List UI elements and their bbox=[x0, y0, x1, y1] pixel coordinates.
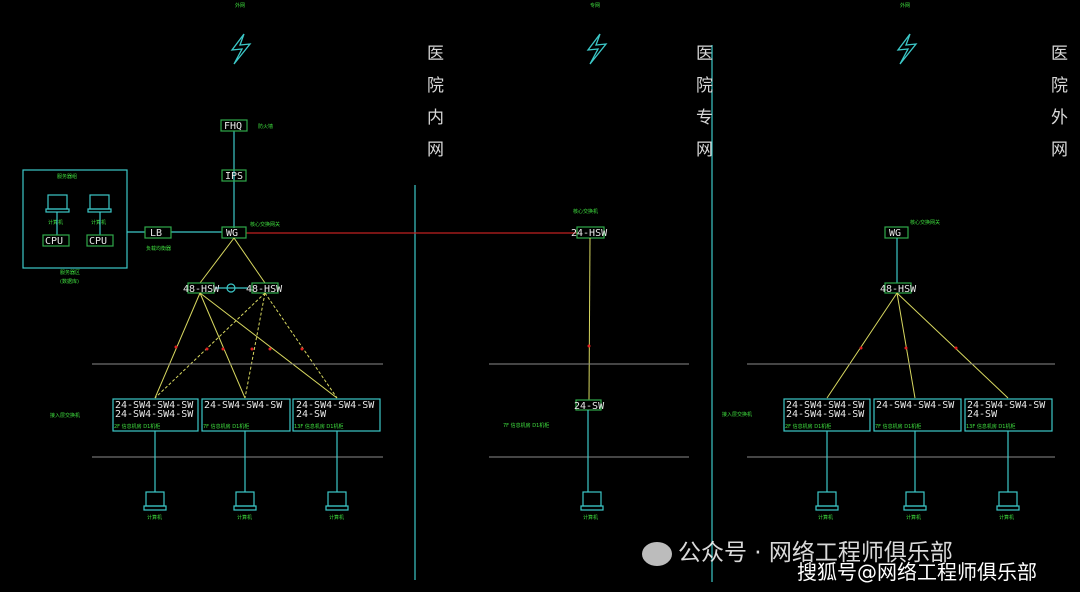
terminal-label: 计算机 bbox=[329, 514, 344, 521]
core-switch-device[interactable]: 48-HSW bbox=[880, 282, 917, 295]
load-balancer-device[interactable]: LB bbox=[144, 226, 172, 239]
stack-link-icon bbox=[226, 283, 236, 293]
access-switch-group[interactable]: 24-SW4-SW4-SW 7F 信息机房 D1机柜 bbox=[873, 398, 962, 432]
access-layer-label: 接入层交换机 bbox=[50, 412, 80, 419]
access-layer-label: 接入层交换机 bbox=[722, 411, 752, 418]
server-zone-label: 服务器区 bbox=[60, 269, 80, 276]
svg-text:FHQ: FHQ bbox=[224, 121, 242, 132]
computer-icon bbox=[45, 194, 70, 213]
svg-text:WG: WG bbox=[226, 228, 238, 239]
core-switch-device[interactable]: 48-HSW bbox=[183, 282, 220, 295]
sohu-watermark: 搜狐号@网络工程师俱乐部 bbox=[797, 560, 1037, 584]
svg-text:CPU: CPU bbox=[89, 236, 107, 247]
core-switch-label: 核心交换机 bbox=[573, 208, 598, 215]
svg-text:WG: WG bbox=[889, 228, 901, 239]
firewall-device[interactable]: FHQ bbox=[220, 119, 248, 132]
svg-text:48-HSW: 48-HSW bbox=[880, 284, 917, 295]
terminal-label: 计算机 bbox=[999, 514, 1014, 521]
svg-text:24-SW4-SW4-SW: 24-SW4-SW4-SW bbox=[115, 409, 194, 420]
svg-text:24-SW: 24-SW bbox=[574, 401, 605, 412]
load-balancer-label: 负载均衡器 bbox=[146, 245, 171, 252]
wechat-watermark: 公众号 · 网络工程师俱乐部 bbox=[642, 533, 953, 567]
server-zone-box bbox=[22, 169, 128, 269]
internet-bolt-icon bbox=[586, 33, 608, 65]
svg-text:24-SW: 24-SW bbox=[967, 409, 998, 420]
core-switch-device[interactable]: 24-HSW bbox=[571, 226, 608, 239]
svg-text:24-SW4-SW4-SW: 24-SW4-SW4-SW bbox=[786, 400, 865, 411]
top-label: 外网 bbox=[235, 2, 245, 9]
svg-text:LB: LB bbox=[150, 228, 162, 239]
top-label: 专网 bbox=[590, 2, 600, 9]
svg-text:13F 信息机房 D1机柜: 13F 信息机房 D1机柜 bbox=[966, 423, 1015, 430]
access-switch-device[interactable]: 24-SW bbox=[574, 399, 605, 412]
terminal-label: 计算机 bbox=[237, 514, 252, 521]
svg-text:24-SW4-SW4-SW: 24-SW4-SW4-SW bbox=[296, 400, 375, 411]
access-switch-group[interactable]: 24-SW4-SW4-SW 7F 信息机房 D1机柜 bbox=[201, 398, 291, 432]
section-title-intranet: 医院内网 bbox=[423, 44, 443, 172]
svg-text:48-HSW: 48-HSW bbox=[183, 284, 220, 295]
server-group-label: 服务器组 bbox=[57, 173, 77, 180]
computer-label: 计算机 bbox=[48, 219, 63, 226]
terminal-computer-icon bbox=[143, 491, 167, 511]
terminal-computer-icon bbox=[580, 491, 604, 511]
svg-text:24-SW4-SW4-SW: 24-SW4-SW4-SW bbox=[876, 400, 955, 411]
svg-text:2F 信息机房 D1机柜: 2F 信息机房 D1机柜 bbox=[785, 423, 831, 430]
terminal-computer-icon bbox=[325, 491, 349, 511]
svg-text:24-SW4-SW4-SW: 24-SW4-SW4-SW bbox=[204, 400, 283, 411]
section-title-private: 医院专网 bbox=[692, 44, 712, 172]
section-title-extranet: 医院外网 bbox=[1047, 44, 1067, 172]
terminal-computer-icon bbox=[996, 491, 1020, 511]
computer-icon bbox=[87, 194, 112, 213]
svg-text:48-HSW: 48-HSW bbox=[246, 284, 283, 295]
terminal-label: 计算机 bbox=[147, 514, 162, 521]
svg-text:7F 信息机房 D1机柜: 7F 信息机房 D1机柜 bbox=[875, 423, 921, 430]
svg-text:24-SW4-SW4-SW: 24-SW4-SW4-SW bbox=[967, 400, 1046, 411]
svg-text:IPS: IPS bbox=[225, 171, 243, 182]
computer-label: 计算机 bbox=[91, 219, 106, 226]
svg-text:24-SW4-SW4-SW: 24-SW4-SW4-SW bbox=[115, 400, 194, 411]
internet-bolt-icon bbox=[896, 33, 918, 65]
terminal-computer-icon bbox=[903, 491, 927, 511]
firewall-label: 防火墙 bbox=[258, 123, 273, 130]
terminal-label: 计算机 bbox=[906, 514, 921, 521]
svg-text:CPU: CPU bbox=[45, 236, 63, 247]
terminal-label: 计算机 bbox=[818, 514, 833, 521]
server-zone-note: (数据库) bbox=[60, 278, 79, 285]
gateway-label: 核心交换网关 bbox=[910, 219, 940, 226]
wechat-icon bbox=[642, 541, 672, 566]
svg-text:2F 信息机房 D1机柜: 2F 信息机房 D1机柜 bbox=[114, 423, 160, 430]
svg-text:7F 信息机房 D1机柜: 7F 信息机房 D1机柜 bbox=[203, 423, 249, 430]
terminal-computer-icon bbox=[233, 491, 257, 511]
internet-bolt-icon bbox=[230, 33, 252, 65]
terminal-computer-icon bbox=[815, 491, 839, 511]
gateway-label: 核心交换网关 bbox=[250, 221, 280, 228]
top-label: 外网 bbox=[900, 2, 910, 9]
cpu-device[interactable]: CPU bbox=[42, 234, 70, 247]
ips-device[interactable]: IPS bbox=[221, 169, 247, 182]
gateway-device[interactable]: WG bbox=[884, 226, 909, 239]
svg-text:24-SW4-SW4-SW: 24-SW4-SW4-SW bbox=[786, 409, 865, 420]
cpu-device[interactable]: CPU bbox=[86, 234, 114, 247]
terminal-label: 计算机 bbox=[583, 514, 598, 521]
gateway-device[interactable]: WG bbox=[221, 226, 247, 239]
svg-text:13F 信息机房 D1机柜: 13F 信息机房 D1机柜 bbox=[294, 423, 343, 430]
wechat-watermark-text: 公众号 · 网络工程师俱乐部 bbox=[678, 540, 953, 566]
svg-text:24-HSW: 24-HSW bbox=[571, 228, 608, 239]
svg-text:24-SW: 24-SW bbox=[296, 409, 327, 420]
floor-label: 7F 信息机房 D1机柜 bbox=[503, 422, 549, 429]
